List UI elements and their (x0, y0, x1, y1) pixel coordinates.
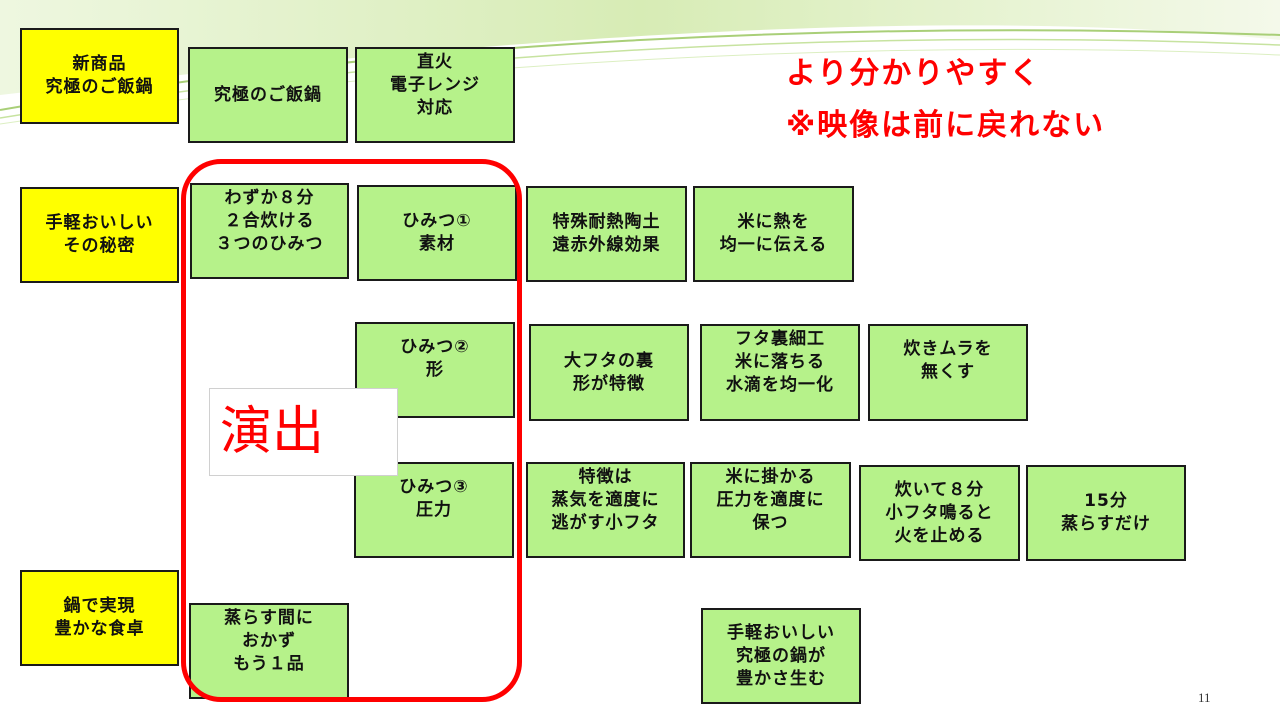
box-direct-fire-microwave: 直火 電子レンジ 対応 (355, 47, 515, 143)
box-lid-detail: フタ裏細工 米に落ちる 水滴を均一化 (700, 324, 860, 421)
overlay-label-presentation: 演出 (209, 388, 398, 476)
box-small-lid: 特徴は 蒸気を適度に 逃がす小フタ (526, 462, 685, 558)
headline-no-rewind-note: ※映像は前に戻れない (786, 108, 1106, 143)
box-even-heat: 米に熱を 均一に伝える (693, 186, 854, 282)
page-number: 11 (1198, 690, 1211, 705)
box-eight-minutes: わずか８分 ２合炊ける ３つのひみつ (190, 183, 349, 279)
box-steam-fifteen: 15分 蒸らすだけ (1026, 465, 1186, 561)
row-label-rich-table: 鍋で実現 豊かな食卓 (20, 570, 179, 666)
row-label-secret: 手軽おいしい その秘密 (20, 187, 179, 283)
box-ultimate-rice-pot: 究極のご飯鍋 (188, 47, 348, 143)
box-big-lid: 大フタの裏 形が特徴 (529, 324, 689, 421)
box-ultimate-pot-richness: 手軽おいしい 究極の鍋が 豊かさ生む (701, 608, 861, 704)
box-moderate-pressure: 米に掛かる 圧力を適度に 保つ (690, 462, 851, 558)
box-no-uneven-cooking: 炊きムラを 無くす (868, 324, 1028, 421)
highlight-outline (181, 159, 522, 702)
box-material-effect: 特殊耐熱陶土 遠赤外線効果 (526, 186, 687, 282)
row-label-new-product: 新商品 究極のご飯鍋 (20, 28, 179, 124)
box-eight-min-whistle: 炊いて８分 小フタ鳴ると 火を止める (859, 465, 1020, 561)
box-secret-3-pressure: ひみつ③ 圧力 (354, 462, 514, 558)
headline-easier-to-understand: より分かりやすく (786, 56, 1042, 91)
box-secret-1-material: ひみつ① 素材 (357, 185, 517, 281)
